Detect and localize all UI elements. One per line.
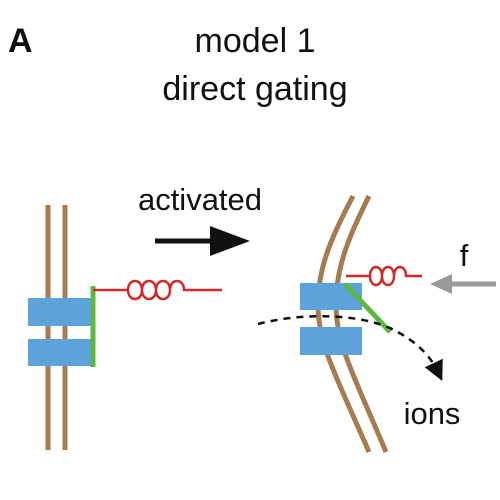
channel-subunit-bottom-open	[300, 327, 362, 355]
arrow-right-icon	[155, 226, 250, 256]
tether-spring-stretched	[346, 265, 422, 287]
title-line-2: direct gating	[162, 70, 347, 108]
channel-subunit-top	[28, 298, 91, 326]
open-channel-state	[300, 194, 422, 453]
ions-label: ions	[404, 396, 461, 431]
gate-open	[343, 282, 392, 334]
title-line-1: model 1	[195, 22, 316, 60]
panel-label: A	[8, 22, 33, 60]
activated-label: activated	[138, 182, 262, 217]
arrow-left-icon	[430, 274, 496, 294]
channel-subunit-top-open	[300, 283, 362, 310]
channel-subunit-bottom	[28, 339, 91, 366]
closed-channel-state	[28, 205, 222, 450]
force-label: f	[460, 238, 469, 273]
membrane-curve-outer	[315, 194, 372, 453]
tether-spring-closed	[93, 279, 222, 301]
